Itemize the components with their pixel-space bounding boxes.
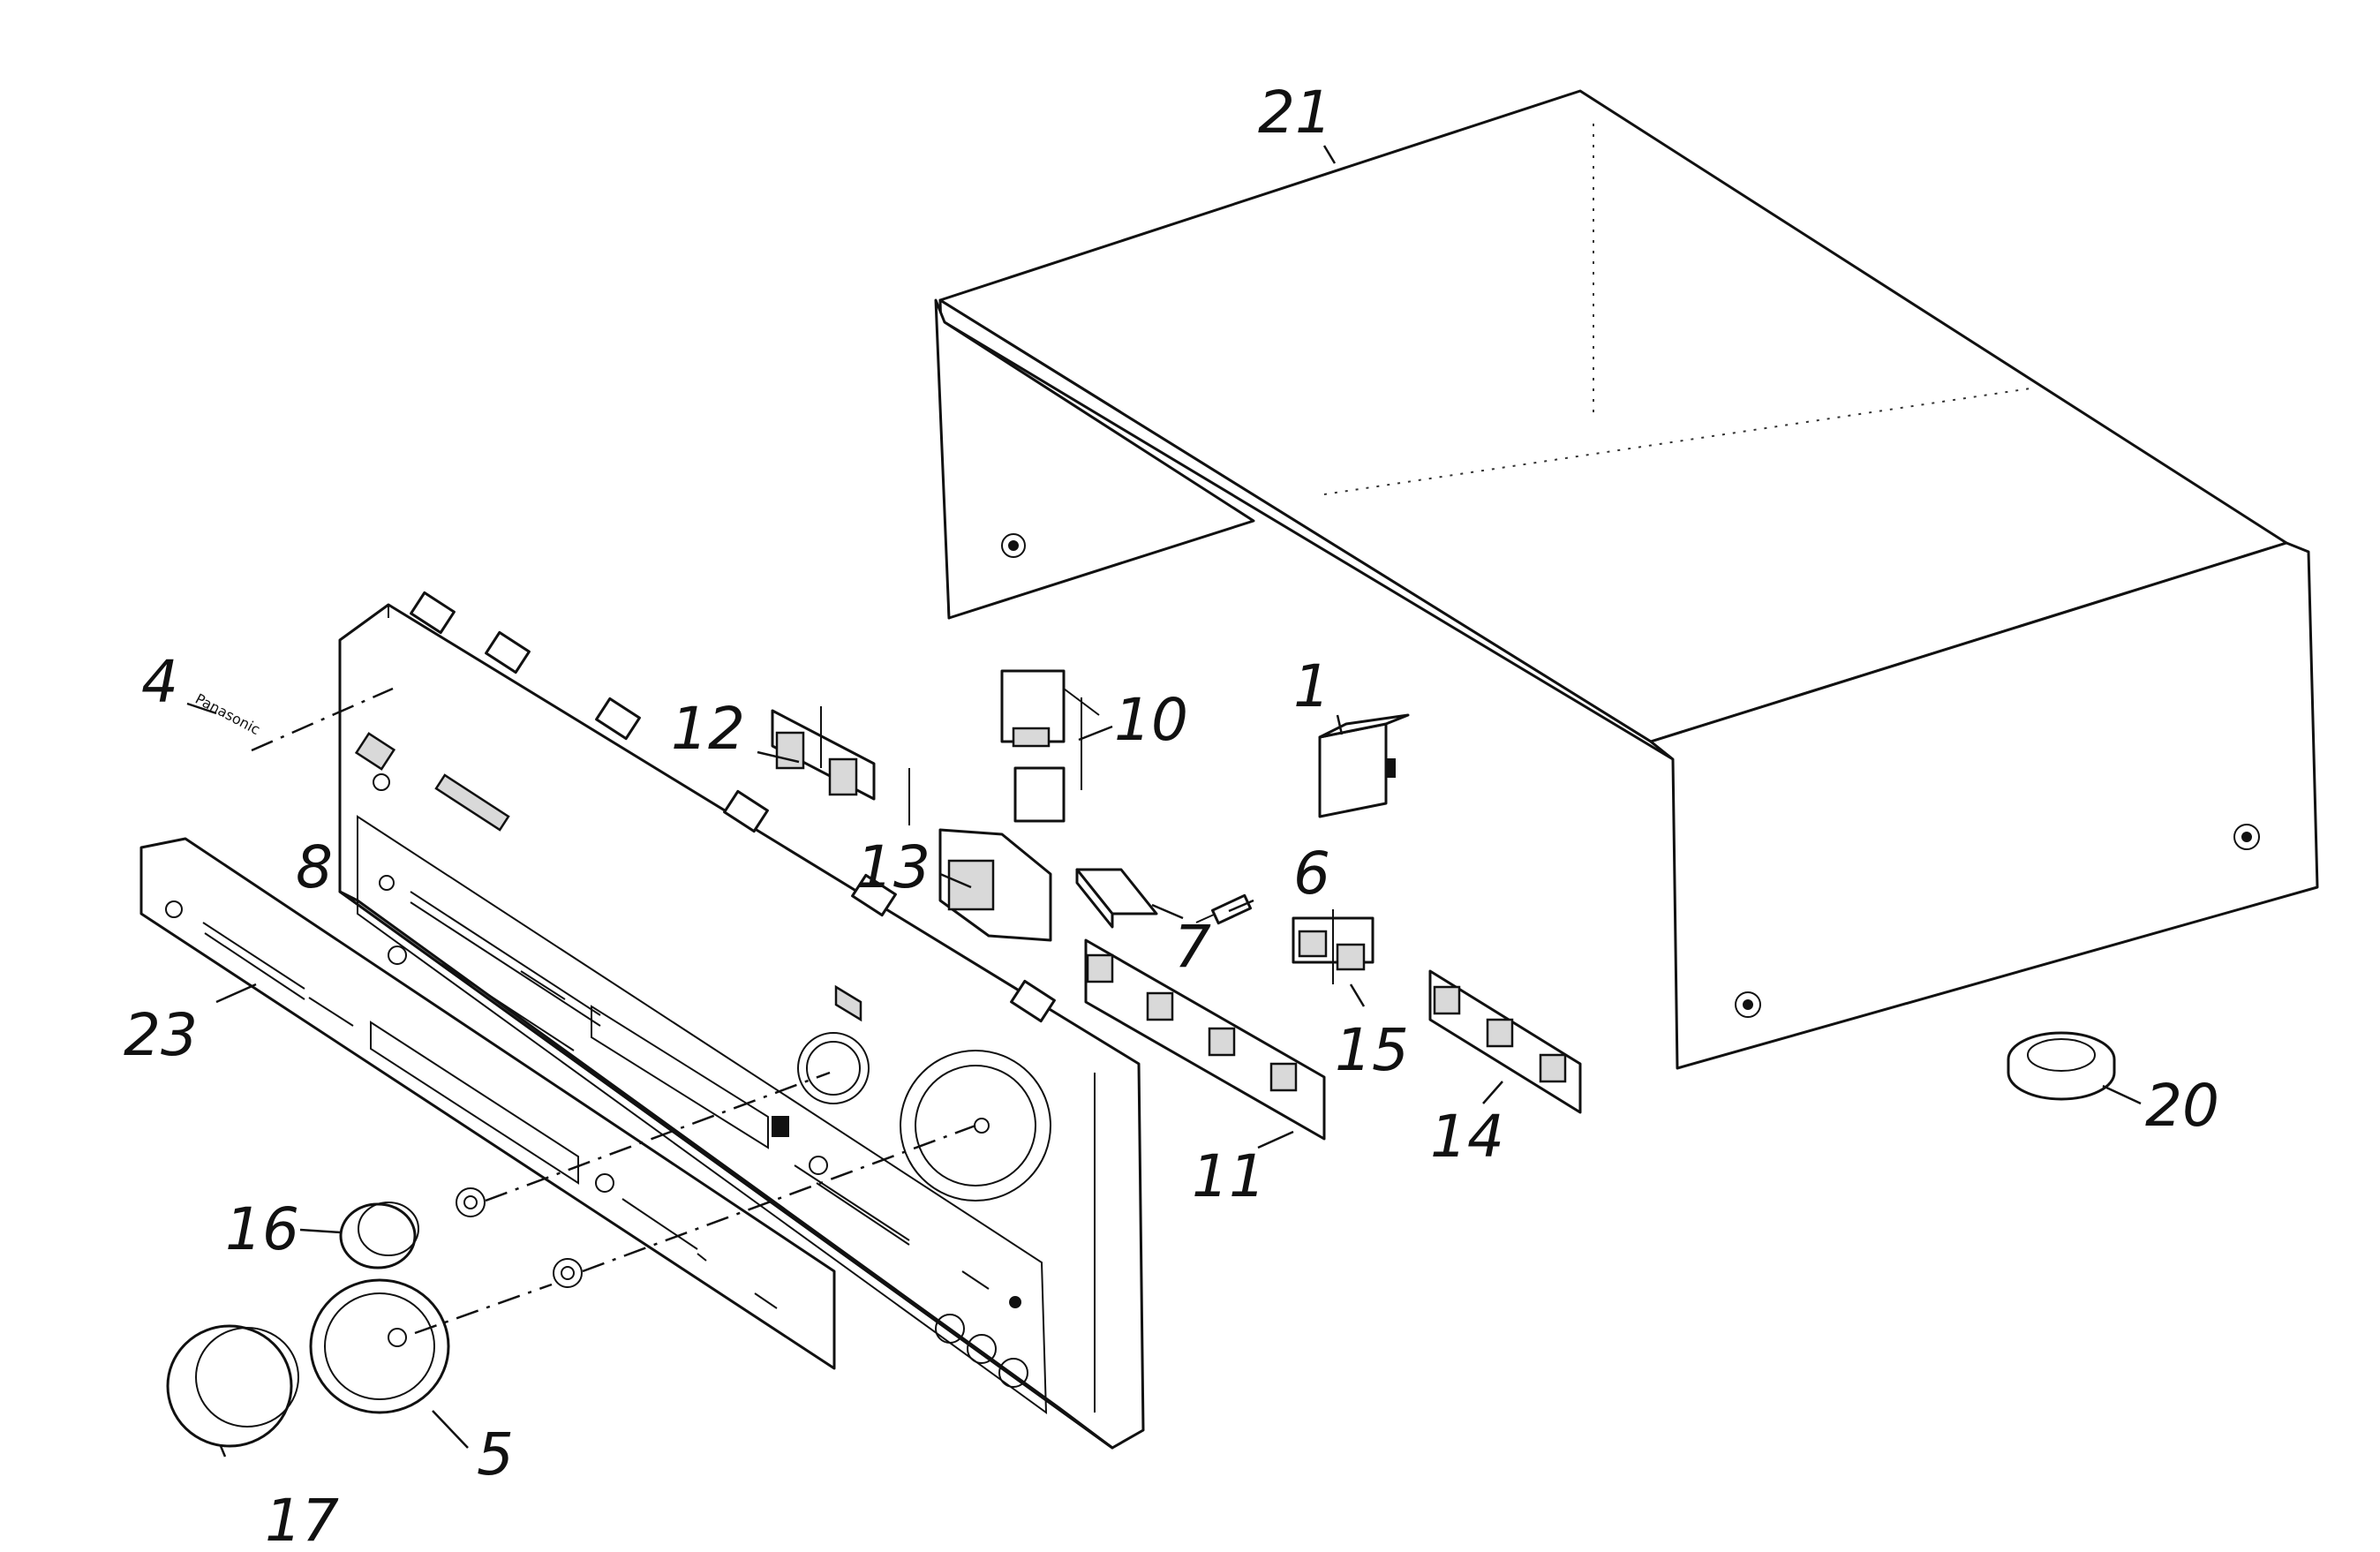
callout-1: 1 bbox=[1293, 652, 1330, 720]
switch-part-13 bbox=[938, 828, 1052, 942]
cabinet-cover-part-21 bbox=[934, 89, 2319, 1070]
callout-6: 6 bbox=[1293, 840, 1330, 908]
callout-10: 10 bbox=[1114, 686, 1188, 754]
callout-14: 14 bbox=[1430, 1103, 1504, 1171]
switch-row-part-11 bbox=[1084, 938, 1326, 1141]
callout-21: 21 bbox=[1258, 79, 1332, 147]
display-plate-part-23 bbox=[139, 837, 836, 1370]
callout-15: 15 bbox=[1335, 1016, 1409, 1084]
callout-11: 11 bbox=[1192, 1142, 1266, 1210]
callout-5: 5 bbox=[477, 1420, 514, 1488]
callout-8: 8 bbox=[296, 833, 333, 901]
knob-part-16 bbox=[339, 1202, 419, 1269]
bracket-part-7 bbox=[1075, 868, 1158, 929]
switch-part-10 bbox=[1000, 669, 1100, 823]
callout-12: 12 bbox=[671, 695, 745, 763]
callout-7: 7 bbox=[1174, 913, 1211, 981]
relay-part-1 bbox=[1318, 713, 1410, 818]
callout-17: 17 bbox=[265, 1487, 339, 1552]
knob-part-17 bbox=[166, 1324, 299, 1448]
callout-23: 23 bbox=[124, 1001, 198, 1069]
callout-16: 16 bbox=[225, 1195, 299, 1263]
switch-part-15 bbox=[1292, 909, 1375, 984]
switch-row-part-14 bbox=[1428, 969, 1582, 1114]
callout-13: 13 bbox=[856, 833, 930, 901]
brand-label: Panasonic bbox=[192, 690, 263, 738]
foot-part-20 bbox=[2007, 1031, 2116, 1101]
nut-parts bbox=[456, 1187, 583, 1288]
knob-ring-part-5 bbox=[309, 1278, 450, 1414]
front-panel-part-8 bbox=[338, 591, 1145, 1450]
callout-4: 4 bbox=[141, 648, 178, 716]
callout-20: 20 bbox=[2145, 1072, 2219, 1140]
switch-part-12 bbox=[771, 706, 910, 825]
